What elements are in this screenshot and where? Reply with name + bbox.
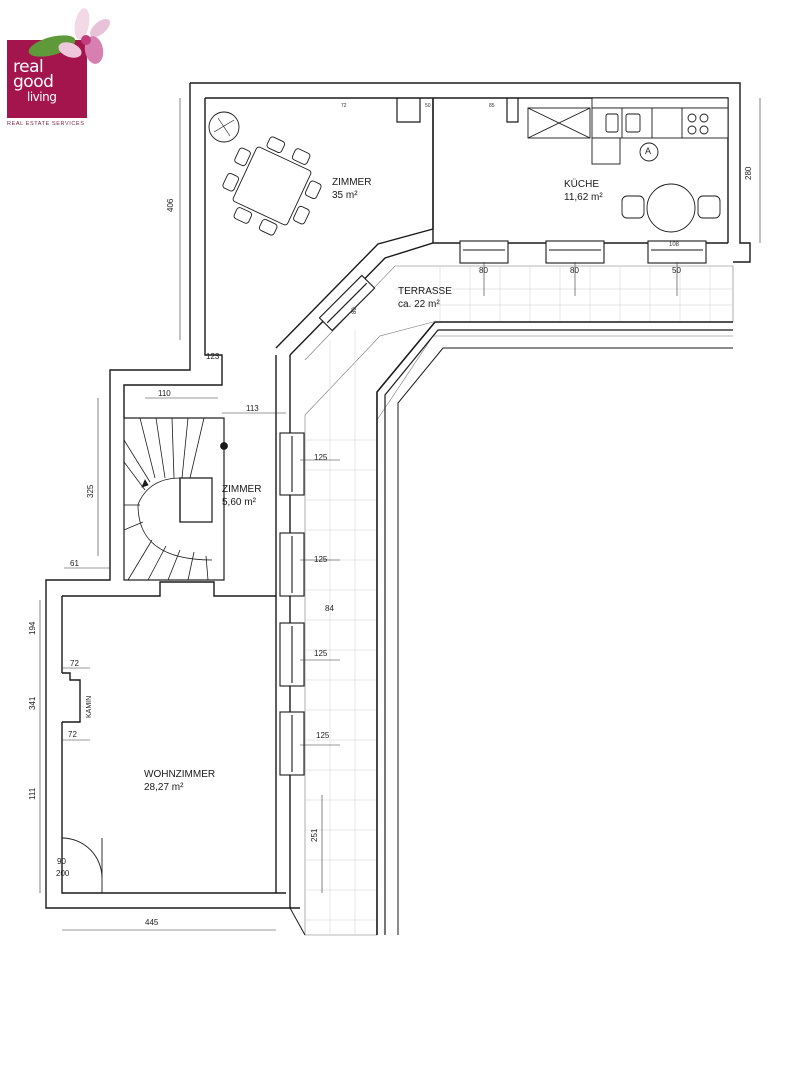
room-kueche: KÜCHE 11,62 m² (564, 178, 603, 204)
label-kamin: KAMIN (86, 695, 93, 718)
dim-80-a: 80 (479, 266, 488, 275)
dim-84: 84 (325, 604, 334, 613)
room-zimmer-small-area: 5,60 m² (222, 497, 256, 508)
dim-50-top-wall: 50 (425, 103, 431, 109)
dim-72-top-wall: 72 (341, 103, 347, 109)
dim-50: 50 (672, 266, 681, 275)
dim-113: 113 (246, 404, 259, 413)
room-zimmer-large: ZIMMER 35 m² (332, 176, 371, 202)
dim-90: 90 (57, 857, 66, 866)
dining-table-zimmer (208, 111, 322, 236)
dim-194: 194 (28, 621, 37, 635)
room-terrasse: TERRASSE ca. 22 m² (398, 285, 452, 311)
door-wohnzimmer (61, 837, 103, 893)
dim-80-b: 80 (570, 266, 579, 275)
dim-125-a: 125 (314, 453, 328, 462)
round-table-kueche (646, 183, 696, 233)
dim-111: 111 (28, 787, 37, 800)
dimension-lines (39, 98, 761, 931)
room-wohnzimmer-area: 28,27 m² (144, 782, 184, 793)
room-wohnzimmer: WOHNZIMMER 28,27 m² (144, 768, 215, 794)
kitchen-furniture (527, 97, 729, 233)
dim-125-b: 125 (314, 555, 328, 564)
dim-280: 280 (744, 166, 753, 180)
dim-61: 61 (70, 559, 79, 568)
dim-200: 200 (56, 869, 70, 878)
staircase (123, 417, 228, 581)
window-diagonal (318, 274, 376, 332)
terrace (289, 265, 734, 936)
dim-72-top: 72 (70, 659, 79, 668)
marker-circle (639, 142, 659, 162)
dim-123: 123 (206, 352, 220, 361)
dim-72-bottom: 72 (68, 730, 77, 739)
room-zimmer-large-name: ZIMMER (332, 177, 372, 188)
dim-125-c: 125 (314, 649, 328, 658)
window-kueche-1 (459, 240, 509, 264)
dim-108-kueche: 108 (669, 242, 680, 248)
dim-80-diagonal: 80 (352, 307, 358, 314)
dim-85-top-wall: 85 (489, 103, 495, 109)
room-zimmer-large-area: 35 m² (332, 190, 358, 201)
room-zimmer-small-name: ZIMMER (222, 484, 262, 495)
room-terrasse-name: TERRASSE (398, 286, 452, 297)
brand-line-3: living (27, 90, 57, 104)
dim-445: 445 (145, 918, 159, 927)
room-zimmer-small: ZIMMER 5,60 m² (222, 483, 261, 509)
dim-110: 110 (158, 389, 171, 398)
dim-341: 341 (28, 696, 37, 710)
brand-tagline: REAL ESTATE SERVICES (7, 121, 85, 127)
marker-a: A (645, 146, 652, 156)
room-kueche-name: KÜCHE (564, 179, 600, 190)
room-terrasse-area: ca. 22 m² (398, 299, 440, 310)
dim-406: 406 (166, 198, 175, 212)
window-kueche-2 (545, 240, 605, 264)
room-kueche-area: 11,62 m² (564, 192, 603, 203)
wall-niches (396, 98, 519, 123)
dim-251: 251 (310, 828, 319, 842)
dim-325: 325 (86, 484, 95, 498)
brand-line-2: good (13, 72, 54, 92)
dim-125-d: 125 (316, 731, 330, 740)
windows (279, 240, 707, 776)
orchid-flower-icon (28, 8, 110, 64)
room-wohnzimmer-name: WOHNZIMMER (144, 769, 216, 780)
brand-line-1: real (13, 57, 44, 77)
